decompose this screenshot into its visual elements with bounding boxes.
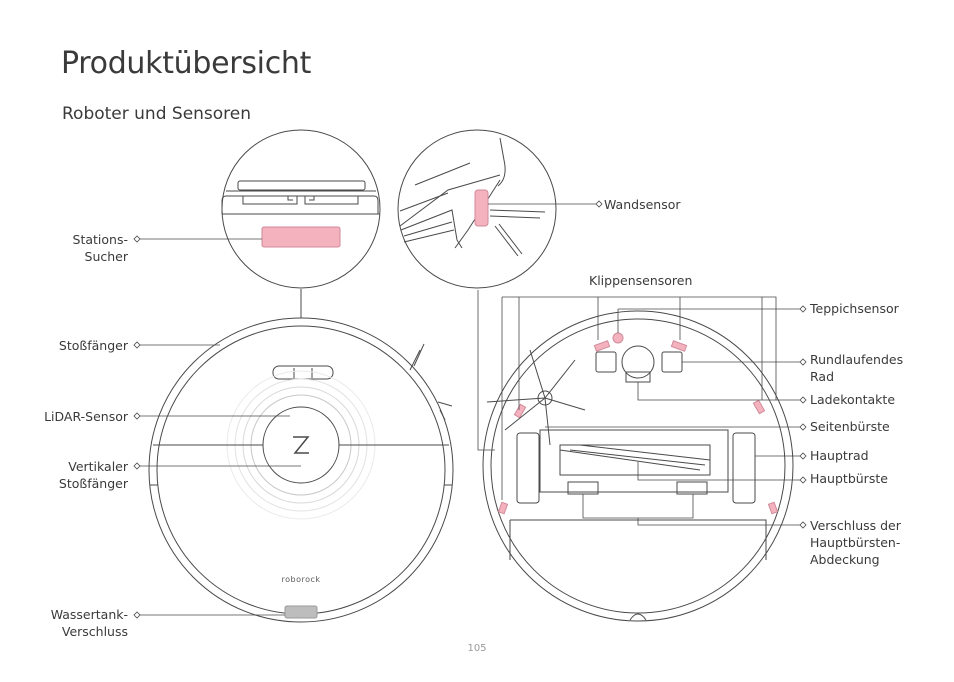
label-main-brush-cover-latch: Verschluss der Hauptbürsten- Abdeckung [810,518,901,567]
label-bumper: Stoßfänger [58,338,128,353]
label-vertical-bumper: Vertikaler Stoßfänger [58,459,128,491]
station-finder-detail [221,129,381,289]
label-omni-wheel: Rundlaufendes Rad [810,352,904,384]
label-charging-contacts: Ladekontakte [810,392,896,407]
label-main-wheel: Hauptrad [810,448,869,463]
label-cliff-sensors: Klippensensoren [589,273,693,288]
label-station-finder: Stations- Sucher [72,232,128,264]
label-water-tank-lock: Wassertank- Verschluss [50,607,128,639]
section-subtitle: Roboter und Sensoren [62,104,252,124]
label-side-brush: Seitenbürste [810,419,890,434]
robot-bottom-view [482,310,794,622]
page-number: 105 [467,643,487,654]
label-wall-sensor: Wandsensor [604,197,681,212]
label-carpet-sensor: Teppichsensor [810,301,899,316]
label-main-brush: Hauptbürste [810,471,888,486]
robot-top-view [148,289,454,623]
label-lidar: LiDAR-Sensor [44,409,128,424]
page-title: Produktübersicht [61,46,312,81]
robot-brand-logo: roborock [281,575,320,584]
wall-sensor-detail [397,129,557,289]
